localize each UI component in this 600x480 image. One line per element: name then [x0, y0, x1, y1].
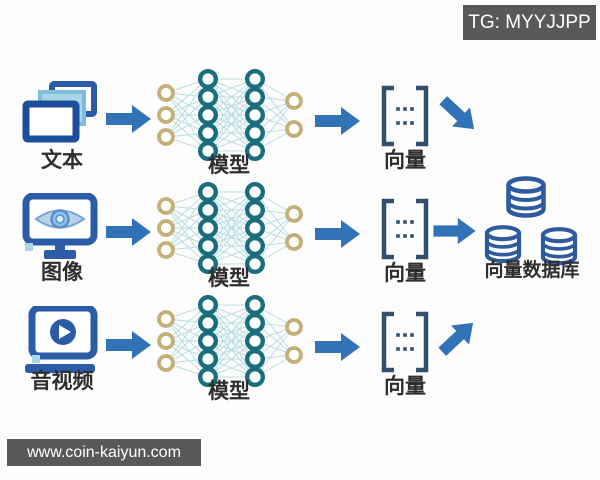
watermark-badge-bottom: www.coin-kaiyun.com	[7, 439, 201, 466]
up-right-arrow-icon	[432, 311, 485, 363]
right-arrow-icon	[315, 331, 361, 363]
right-arrow-icon	[315, 105, 361, 137]
source-label: 音视频	[30, 370, 94, 393]
neural-network	[152, 180, 306, 276]
database-label: 向量数据库	[484, 260, 580, 281]
video-player-icon	[22, 306, 102, 376]
model-label: 模型	[208, 154, 250, 177]
source-label: 图像	[41, 261, 83, 284]
model-label: 模型	[208, 267, 250, 290]
vector-bracket-icon	[377, 196, 433, 262]
right-arrow-icon	[433, 216, 477, 246]
neural-network	[152, 293, 306, 389]
right-arrow-icon	[106, 103, 152, 135]
documents-icon	[22, 80, 102, 150]
vector-label: 向量	[384, 375, 426, 398]
model-label: 模型	[208, 380, 250, 403]
watermark-badge-top: TG: MYYJJPP	[463, 5, 596, 40]
source-label: 文本	[41, 149, 83, 172]
vector-bracket-icon	[377, 83, 433, 149]
vector-label: 向量	[384, 149, 426, 172]
right-arrow-icon	[106, 329, 152, 361]
right-arrow-icon	[106, 216, 152, 248]
down-right-arrow-icon	[433, 89, 486, 141]
database-cylinder	[481, 224, 525, 268]
right-arrow-icon	[315, 218, 361, 250]
database-cylinder	[537, 226, 581, 270]
vector-label: 向量	[384, 262, 426, 285]
neural-network	[152, 67, 306, 163]
database-cylinder	[502, 176, 550, 222]
vector-bracket-icon	[377, 309, 433, 375]
eye-monitor-icon	[22, 193, 102, 263]
